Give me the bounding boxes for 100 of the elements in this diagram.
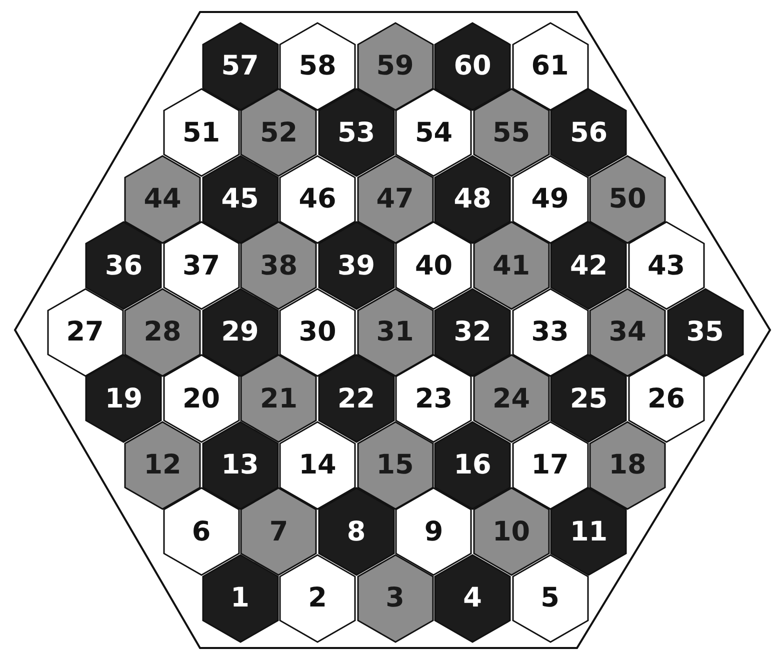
tile-number: 7 [269, 516, 288, 547]
hex-tile [434, 288, 511, 376]
tile-number: 26 [647, 383, 686, 414]
hex-tile [472, 88, 550, 177]
hex-tile [124, 154, 201, 244]
tile-number: 47 [376, 184, 414, 214]
tile-number: 8 [346, 516, 366, 547]
hex-tile [512, 22, 588, 110]
tile-number: 58 [298, 50, 336, 82]
tile-number: 10 [492, 516, 530, 547]
tile-number: 59 [376, 50, 414, 82]
tile-number: 32 [454, 316, 492, 348]
hex-tile [356, 554, 434, 642]
hex-tile [240, 221, 318, 310]
tile-number: 24 [492, 383, 530, 414]
tile-number: 25 [570, 383, 608, 414]
tile-number: 55 [492, 117, 530, 148]
tile-number: 60 [454, 50, 492, 82]
hex-tile [46, 288, 124, 376]
hex-tile [550, 221, 628, 310]
hex-tile [279, 420, 356, 510]
hex-tile [318, 88, 395, 177]
hex-tile [85, 221, 162, 310]
tile-number: 1 [230, 582, 250, 614]
tile-number: 35 [686, 316, 724, 348]
tile-number: 11 [570, 516, 608, 547]
tile-number: 54 [414, 117, 453, 148]
tile-number: 12 [144, 450, 182, 480]
hex-tile [628, 221, 705, 310]
hex-tile [85, 354, 162, 443]
tile-number: 40 [414, 250, 453, 281]
hex-tile [434, 154, 511, 244]
tile-number: 6 [192, 516, 211, 547]
hex-tile [202, 554, 278, 642]
hex-tile [472, 354, 550, 443]
hex-tile [124, 288, 201, 376]
hex-tile [356, 420, 434, 510]
tile-number: 2 [308, 582, 327, 614]
tile-number: 51 [182, 117, 220, 148]
tile-number: 53 [337, 117, 376, 148]
tile-number: 50 [608, 184, 646, 214]
hex-tile [434, 22, 511, 110]
tile-number: 52 [260, 117, 298, 148]
hex-tile [240, 354, 318, 443]
hex-tile [162, 354, 240, 443]
tile-number: 36 [104, 250, 143, 281]
hex-tile [202, 288, 278, 376]
tile-number: 33 [531, 316, 569, 348]
tile-number: 48 [454, 184, 492, 214]
hex-tile [356, 22, 434, 110]
hex-tile [202, 22, 278, 110]
tile-number: 14 [298, 450, 336, 480]
tile-number: 38 [260, 250, 298, 281]
hex-tile [162, 88, 240, 177]
tile-number: 5 [540, 582, 560, 614]
tile-number: 39 [337, 250, 376, 281]
tile-number: 15 [376, 450, 414, 480]
hex-tile [472, 487, 550, 576]
hex-tile [279, 554, 356, 642]
tile-number: 61 [531, 50, 569, 82]
tile-number: 44 [144, 184, 182, 214]
tile-number: 41 [492, 250, 530, 281]
tile-number: 13 [221, 450, 259, 480]
hex-tile [512, 420, 588, 510]
tile-number: 4 [463, 582, 482, 614]
tile-number: 56 [570, 117, 608, 148]
hex-tile [550, 88, 628, 177]
tile-number: 49 [531, 184, 569, 214]
hex-tile [395, 221, 472, 310]
tile-number: 9 [424, 516, 444, 547]
tile-number: 27 [66, 316, 104, 348]
tile-number: 28 [144, 316, 182, 348]
tile-number: 20 [182, 383, 220, 414]
tile-number: 31 [376, 316, 414, 348]
hex-tile [395, 88, 472, 177]
tile-number: 43 [647, 250, 686, 281]
hex-tile [356, 154, 434, 244]
hex-tile [202, 154, 278, 244]
tile-number: 34 [608, 316, 646, 348]
hex-tile [124, 420, 201, 510]
tile-number: 16 [454, 450, 492, 480]
hex-tile [279, 288, 356, 376]
hex-tile [512, 154, 588, 244]
hex-tile [318, 221, 395, 310]
hex-tile [318, 487, 395, 576]
tile-number: 23 [414, 383, 453, 414]
tile-number: 30 [298, 316, 336, 348]
tile-number: 42 [570, 250, 608, 281]
hex-tile [162, 487, 240, 576]
hex-tile [395, 487, 472, 576]
hex-tile [395, 354, 472, 443]
tile-number: 19 [104, 383, 143, 414]
hex-tile [279, 154, 356, 244]
hex-tile [550, 487, 628, 576]
tile-number: 3 [386, 582, 404, 614]
hex-tile [550, 354, 628, 443]
tile-number: 21 [260, 383, 298, 414]
tile-number: 57 [221, 50, 259, 82]
hex-tile [472, 221, 550, 310]
hex-tile [589, 420, 666, 510]
